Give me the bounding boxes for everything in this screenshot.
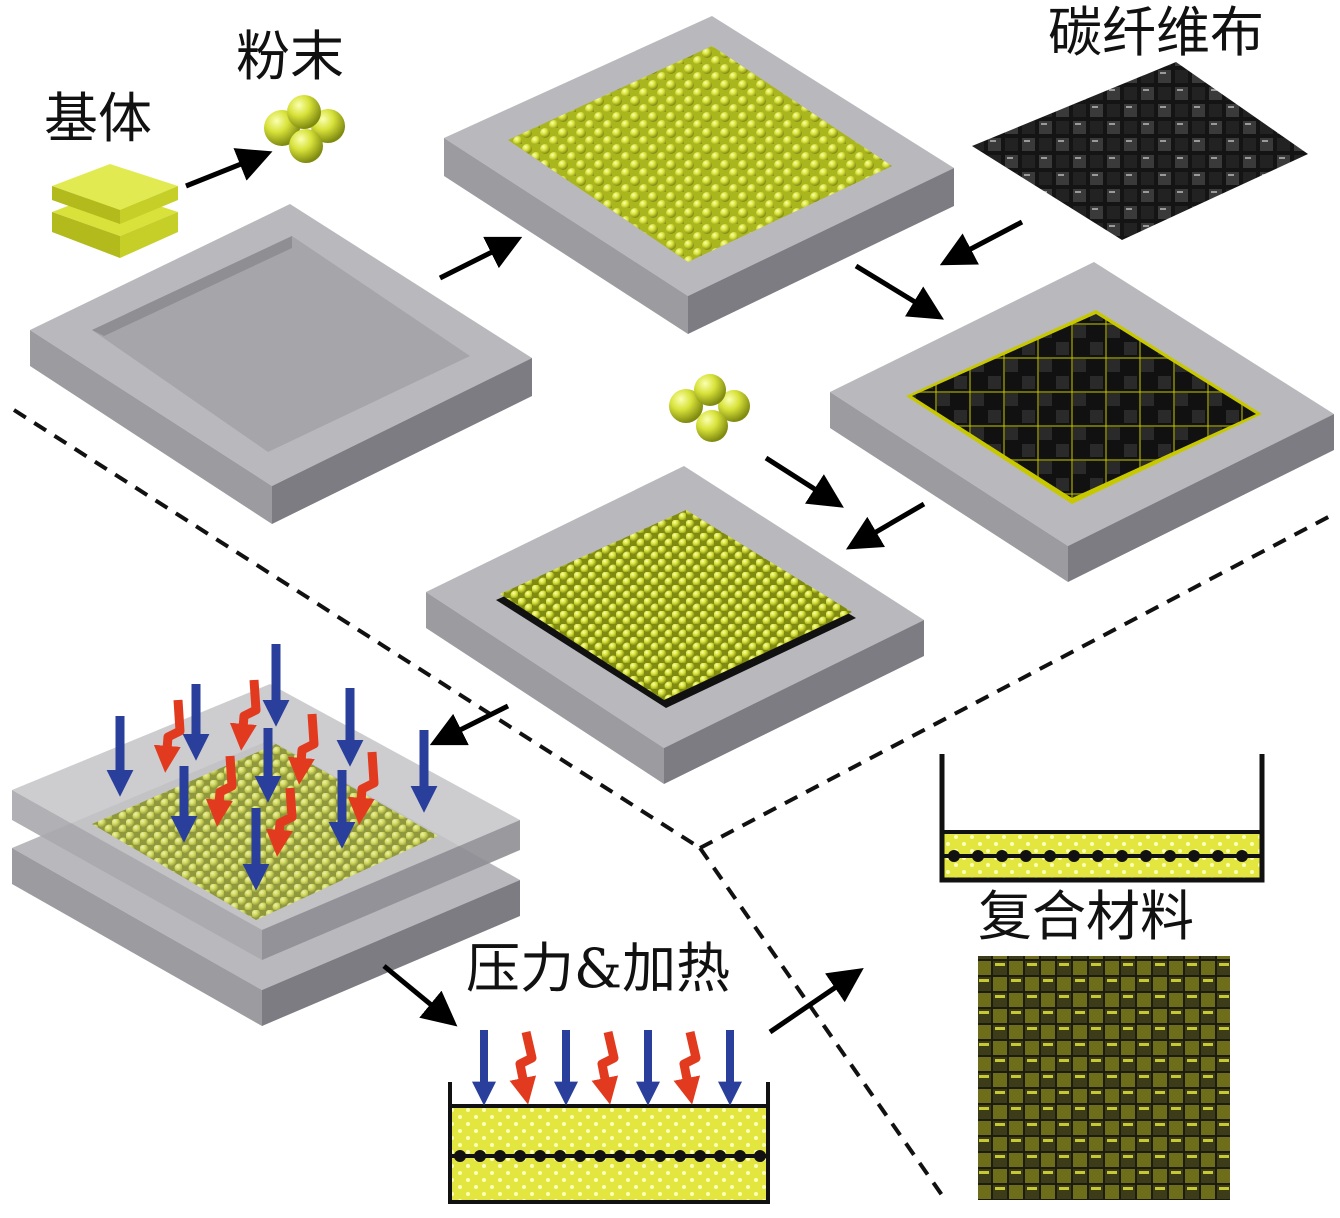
label-composite: 复合材料 <box>978 885 1194 948</box>
fiber-dot <box>674 1150 686 1162</box>
fiber-dot <box>1068 850 1080 862</box>
flow-arrow-icon <box>764 455 844 508</box>
fiber-dot <box>1140 850 1152 862</box>
heat-arrow-icon <box>591 1030 619 1105</box>
fiber-dot <box>694 1150 706 1162</box>
heat-arrow-icon <box>347 751 379 825</box>
dashed-dividers <box>12 408 1335 1200</box>
fiber-dot <box>996 850 1008 862</box>
fiber-dot <box>534 1150 546 1162</box>
fiber-dot <box>654 1150 666 1162</box>
fiber-dot <box>1164 850 1176 862</box>
fiber-dot <box>948 850 960 862</box>
flow-arrow-icon <box>429 703 510 746</box>
carbon-cloth-sheet <box>972 62 1308 240</box>
flow-arrow-icon <box>845 501 926 550</box>
substrate-plates-icon <box>52 164 178 258</box>
fiber-dot <box>1212 850 1224 862</box>
label-carbon-cloth: 碳纤维布 <box>1048 1 1264 64</box>
pressure-heat-arrows <box>472 1030 742 1106</box>
flow-arrow-icon <box>438 236 523 281</box>
flow-arrow-icon <box>185 148 273 189</box>
fiber-dot <box>474 1150 486 1162</box>
cloth-in-tray <box>830 262 1334 582</box>
fiber-dot <box>614 1150 626 1162</box>
fiber-dots <box>454 1150 766 1162</box>
fiber-dot <box>1188 850 1200 862</box>
heat-arrow-icon <box>287 713 319 785</box>
heat-arrow-icon <box>205 755 237 827</box>
label-powder: 粉末 <box>236 25 344 88</box>
heat-arrow-icon <box>153 699 185 773</box>
powder-cluster-icon-middle <box>669 374 750 442</box>
fiber-dot <box>634 1150 646 1162</box>
flow-arrow-icon <box>382 964 458 1027</box>
powder-cluster-icon <box>264 95 345 163</box>
flow-arrows <box>185 148 1024 1035</box>
flow-arrow-icon <box>854 263 944 320</box>
flow-arrow-icon <box>939 219 1024 266</box>
fiber-dot <box>754 1150 766 1162</box>
flow-arrow-icon <box>768 968 864 1035</box>
fiber-dot <box>494 1150 506 1162</box>
powder-on-cloth-tray <box>426 466 924 784</box>
heat-arrow-icon <box>673 1030 701 1105</box>
fiber-dot <box>972 850 984 862</box>
label-pressure-heat: 压力&加热 <box>466 937 731 1000</box>
empty-mold-tray <box>30 204 532 524</box>
fiber-dot <box>734 1150 746 1162</box>
fiber-dot <box>514 1150 526 1162</box>
label-substrate: 基体 <box>44 87 152 150</box>
fiber-dot <box>594 1150 606 1162</box>
press-arrows <box>106 644 438 891</box>
fiber-dot <box>714 1150 726 1162</box>
cross-section-pressing <box>448 1030 770 1204</box>
composite-top-view <box>978 956 1230 1200</box>
fiber-dot <box>574 1150 586 1162</box>
fiber-dot <box>1020 850 1032 862</box>
fiber-dot <box>454 1150 466 1162</box>
fiber-dot <box>1044 850 1056 862</box>
fiber-dot <box>1236 850 1248 862</box>
powder-filled-tray <box>444 16 954 334</box>
composite-cross-section <box>939 754 1265 883</box>
heat-arrow-icon <box>229 679 261 751</box>
heat-arrow-icon <box>509 1030 537 1105</box>
fiber-dots-composite <box>948 850 1248 862</box>
fiber-dot <box>1116 850 1128 862</box>
fiber-dot <box>554 1150 566 1162</box>
fiber-dot <box>1092 850 1104 862</box>
divider-left <box>12 408 702 850</box>
heat-arrow-icon <box>265 787 297 857</box>
